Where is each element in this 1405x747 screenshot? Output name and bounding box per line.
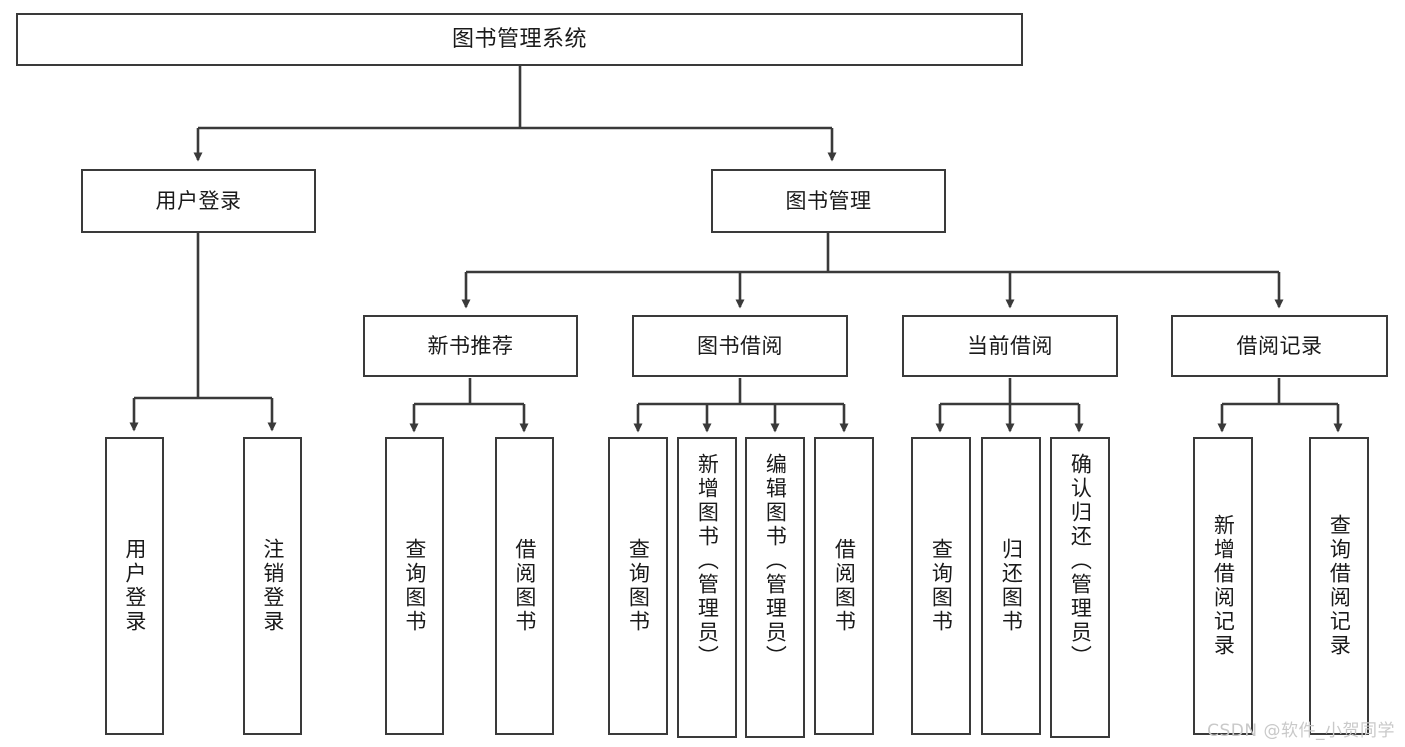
leaf-edit-book-admin[interactable]: 编辑图书（管理员） [745, 437, 805, 738]
leaf-borrow-book-recommend[interactable]: 借阅图书 [495, 437, 554, 735]
node-new-book-recommend-label: 新书推荐 [427, 333, 514, 358]
leaf-edit-book-admin-label: 编辑图书（管理员） [763, 453, 788, 669]
node-root[interactable]: 图书管理系统 [16, 13, 1023, 66]
node-book-management-label: 图书管理 [785, 188, 872, 213]
node-book-borrow-label: 图书借阅 [697, 333, 783, 358]
leaf-return-book-label: 归还图书 [999, 538, 1024, 634]
leaf-borrow-book[interactable]: 借阅图书 [814, 437, 874, 735]
leaf-query-book-recommend-label: 查询图书 [402, 538, 427, 634]
node-current-borrow[interactable]: 当前借阅 [902, 315, 1118, 377]
leaf-add-book-admin-label: 新增图书（管理员） [695, 453, 720, 669]
leaf-add-book-admin[interactable]: 新增图书（管理员） [677, 437, 737, 738]
node-user-login-label: 用户登录 [155, 188, 242, 213]
leaf-query-book-current-label: 查询图书 [929, 538, 954, 634]
node-book-management[interactable]: 图书管理 [711, 169, 946, 233]
leaf-logout[interactable]: 注销登录 [243, 437, 302, 735]
leaf-confirm-return-admin-label: 确认归还（管理员） [1068, 453, 1093, 669]
leaf-add-borrow-record-label: 新增借阅记录 [1211, 514, 1236, 658]
leaf-query-borrow-record-label: 查询借阅记录 [1327, 514, 1352, 658]
leaf-borrow-book-recommend-label: 借阅图书 [512, 538, 537, 634]
node-user-login[interactable]: 用户登录 [81, 169, 316, 233]
node-borrow-record[interactable]: 借阅记录 [1171, 315, 1388, 377]
node-root-label: 图书管理系统 [451, 26, 587, 52]
leaf-query-borrow-record[interactable]: 查询借阅记录 [1309, 437, 1369, 735]
node-new-book-recommend[interactable]: 新书推荐 [363, 315, 578, 377]
leaf-user-login[interactable]: 用户登录 [105, 437, 164, 735]
leaf-query-book-borrow[interactable]: 查询图书 [608, 437, 668, 735]
watermark: CSDN @软件_小贺同学 [1207, 721, 1395, 741]
leaf-logout-label: 注销登录 [260, 538, 285, 634]
leaf-confirm-return-admin[interactable]: 确认归还（管理员） [1050, 437, 1110, 738]
node-current-borrow-label: 当前借阅 [967, 333, 1053, 358]
node-borrow-record-label: 借阅记录 [1236, 333, 1323, 358]
leaf-user-login-label: 用户登录 [122, 538, 147, 634]
leaf-borrow-book-label: 借阅图书 [832, 538, 857, 634]
leaf-query-book-recommend[interactable]: 查询图书 [385, 437, 444, 735]
node-book-borrow[interactable]: 图书借阅 [632, 315, 848, 377]
leaf-add-borrow-record[interactable]: 新增借阅记录 [1193, 437, 1253, 735]
leaf-return-book[interactable]: 归还图书 [981, 437, 1041, 735]
leaf-query-book-borrow-label: 查询图书 [626, 538, 651, 634]
leaf-query-book-current[interactable]: 查询图书 [911, 437, 971, 735]
